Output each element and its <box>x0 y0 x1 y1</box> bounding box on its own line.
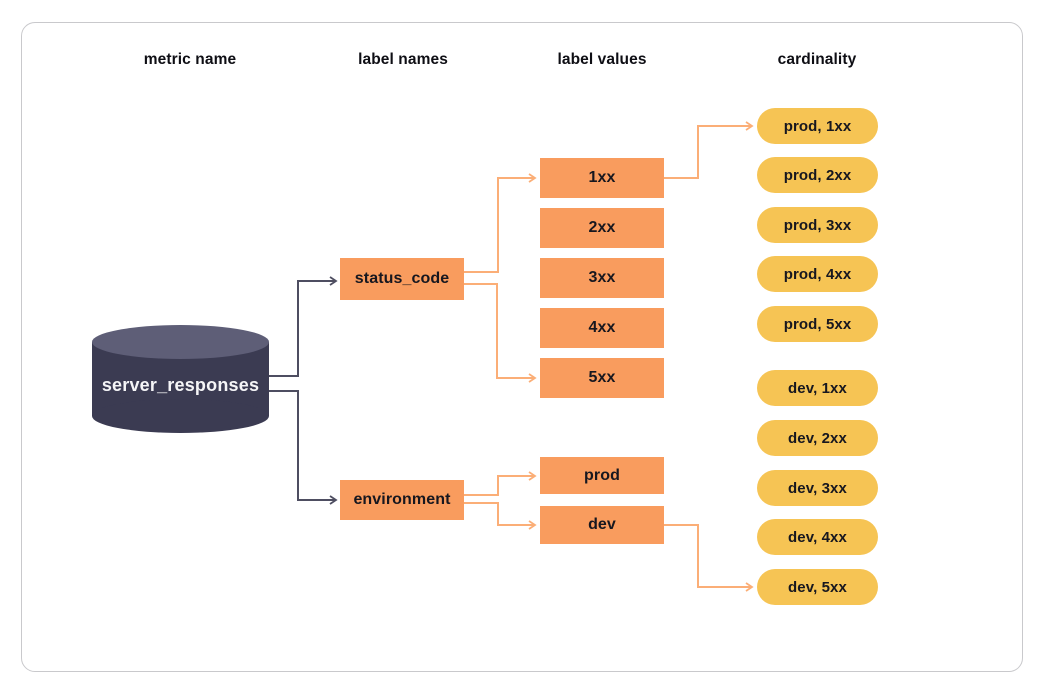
label-value-box-1xx: 1xx <box>540 158 664 198</box>
cardinality-pill-prod-1xx: prod, 1xx <box>757 108 878 144</box>
label-value-box-dev: dev <box>540 506 664 544</box>
column-header-label-names: label names <box>358 51 448 68</box>
cardinality-pill-dev-5xx: dev, 5xx <box>757 569 878 605</box>
cardinality-pill-prod-3xx: prod, 3xx <box>757 207 878 243</box>
column-header-metric-name: metric name <box>143 51 237 68</box>
label-name-box-environment: environment <box>340 480 464 520</box>
cylinder-bottom-shape <box>92 399 269 433</box>
cardinality-pill-prod-2xx: prod, 2xx <box>757 157 878 193</box>
cardinality-pill-dev-1xx: dev, 1xx <box>757 370 878 406</box>
metric-name-label: server_responses <box>101 375 260 395</box>
cardinality-pill-dev-3xx: dev, 3xx <box>757 470 878 506</box>
cardinality-pill-prod-5xx: prod, 5xx <box>757 306 878 342</box>
cardinality-pill-dev-4xx: dev, 4xx <box>757 519 878 555</box>
label-name-box-status-code: status_code <box>340 258 464 300</box>
label-value-box-4xx: 4xx <box>540 308 664 348</box>
column-header-cardinality: cardinality <box>777 51 857 68</box>
cylinder-top-shape <box>92 325 269 359</box>
cardinality-pill-prod-4xx: prod, 4xx <box>757 256 878 292</box>
label-value-box-5xx: 5xx <box>540 358 664 398</box>
label-value-box-3xx: 3xx <box>540 258 664 298</box>
label-value-box-prod: prod <box>540 457 664 494</box>
label-value-box-2xx: 2xx <box>540 208 664 248</box>
column-header-label-values: label values <box>557 51 647 68</box>
metric-cylinder: server_responses <box>92 325 269 433</box>
cardinality-pill-dev-2xx: dev, 2xx <box>757 420 878 456</box>
